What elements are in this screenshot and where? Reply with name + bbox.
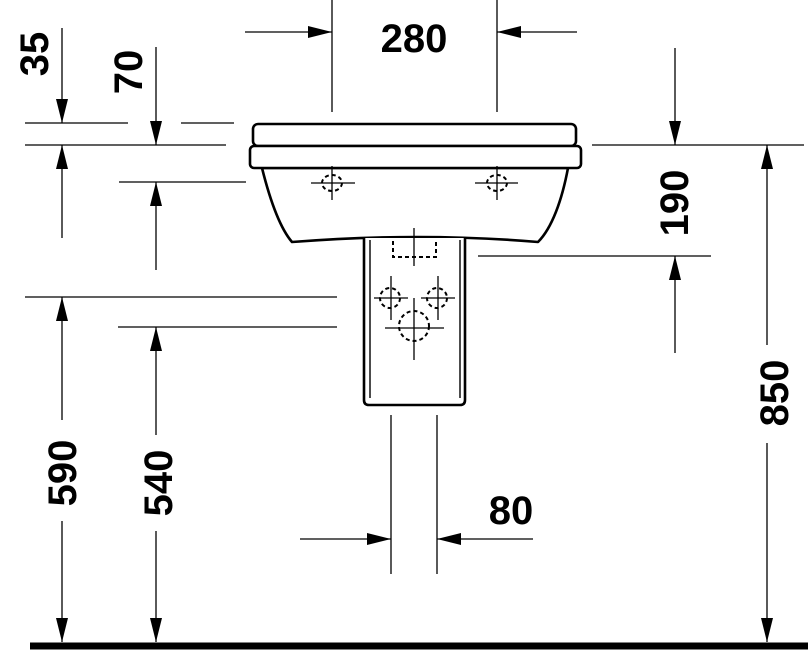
tap-hole-right-icon — [475, 166, 518, 200]
dim-label-80: 80 — [489, 489, 534, 533]
dimension-rim-thickness: 35 — [13, 28, 234, 238]
tap-hole-left-icon — [311, 166, 355, 200]
dimension-basin-depth: 190 — [478, 48, 804, 353]
dimension-waste-height: 540 — [118, 326, 337, 642]
dimension-overall-height: 850 — [753, 145, 797, 642]
supply-hole-right-icon — [421, 276, 455, 320]
pedestal — [362, 228, 467, 407]
waste-hole-icon — [385, 298, 444, 360]
dimension-supply-spacing: 80 — [300, 415, 533, 574]
dimension-pedestal-height: 590 — [25, 296, 337, 642]
basin — [248, 122, 583, 244]
dim-label-540: 540 — [137, 450, 181, 517]
dim-label-590: 590 — [41, 440, 85, 507]
supply-hole-left-icon — [374, 276, 408, 320]
dim-label-35: 35 — [13, 32, 57, 77]
dimension-overflow: 70 — [107, 47, 246, 270]
dim-label-850: 850 — [753, 360, 797, 427]
dimension-tap-spacing: 280 — [245, 0, 577, 112]
dim-label-190: 190 — [653, 170, 697, 237]
dim-label-70: 70 — [107, 50, 151, 95]
dim-label-280: 280 — [381, 17, 448, 61]
